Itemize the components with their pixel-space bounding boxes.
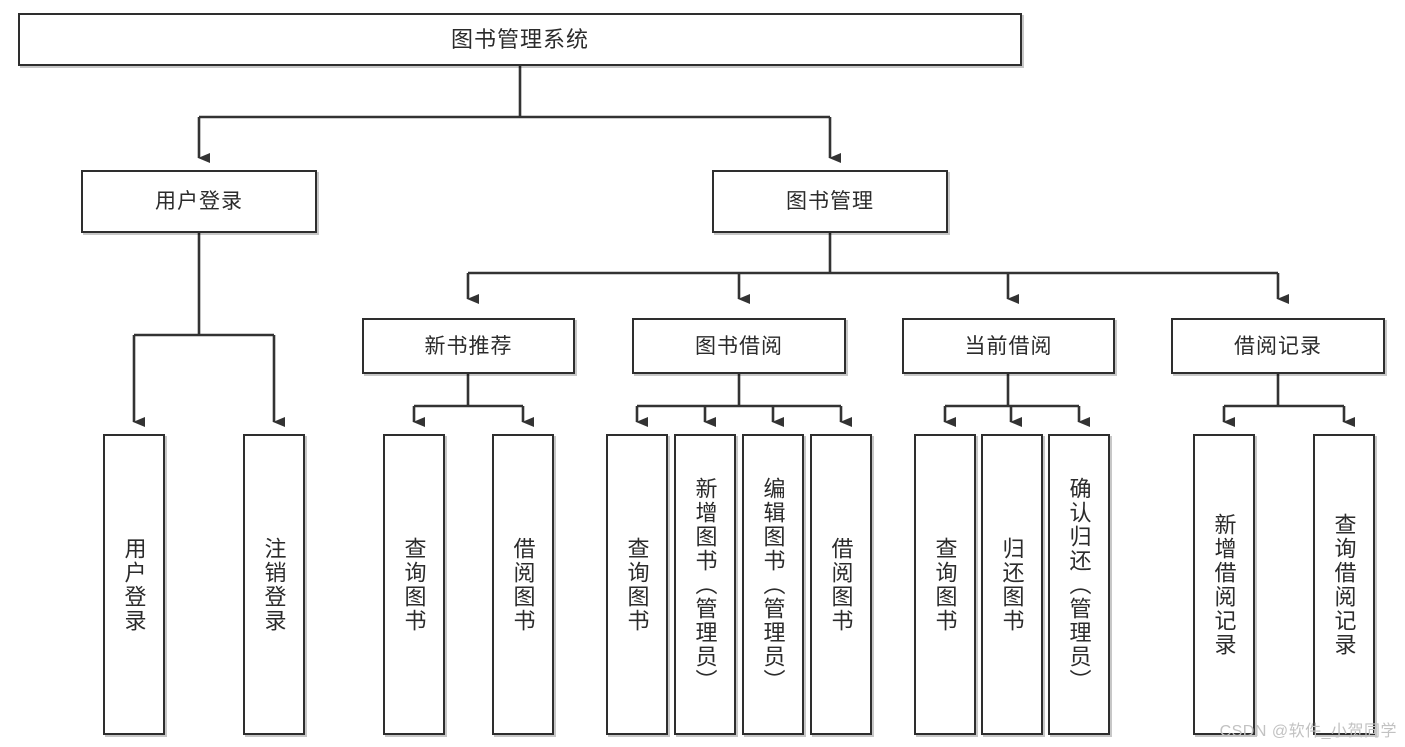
node-label: 归还图书 (999, 536, 1025, 633)
node-label: 新增借阅记录 (1211, 512, 1237, 657)
leaf-confirm-return-admin[interactable]: 确认归还（管理员） (1048, 434, 1110, 735)
leaf-add-borrow-record[interactable]: 新增借阅记录 (1193, 434, 1255, 735)
node-book-management[interactable]: 图书管理 (712, 170, 948, 233)
node-label: 注销登录 (261, 536, 287, 633)
leaf-logout[interactable]: 注销登录 (243, 434, 305, 735)
node-label: 借阅图书 (828, 536, 854, 633)
node-label: 图书管理系统 (450, 26, 589, 52)
watermark: CSDN @软件_小贺同学 (1219, 723, 1397, 740)
node-borrow-record[interactable]: 借阅记录 (1171, 318, 1385, 374)
leaf-borrow-book[interactable]: 借阅图书 (810, 434, 872, 735)
node-label: 查询图书 (624, 536, 650, 633)
leaf-borrow-book-recommend[interactable]: 借阅图书 (492, 434, 554, 735)
node-root-system[interactable]: 图书管理系统 (18, 13, 1022, 66)
node-label: 编辑图书（管理员） (760, 476, 786, 693)
node-label: 借阅记录 (1234, 334, 1322, 358)
node-label: 确认归还（管理员） (1066, 476, 1092, 693)
node-label: 查询图书 (401, 536, 427, 633)
leaf-add-book-admin[interactable]: 新增图书（管理员） (674, 434, 736, 735)
leaf-query-book-borrow[interactable]: 查询图书 (606, 434, 668, 735)
node-label: 当前借阅 (964, 334, 1053, 358)
node-label: 图书借阅 (695, 334, 783, 358)
node-label: 用户登录 (121, 536, 147, 633)
leaf-query-borrow-record[interactable]: 查询借阅记录 (1313, 434, 1375, 735)
node-label: 借阅图书 (510, 536, 536, 633)
node-label: 查询图书 (932, 536, 958, 633)
node-label: 用户登录 (155, 190, 243, 213)
leaf-query-book-recommend[interactable]: 查询图书 (383, 434, 445, 735)
leaf-user-login[interactable]: 用户登录 (103, 434, 165, 735)
node-label: 新增图书（管理员） (692, 476, 718, 693)
node-book-borrow[interactable]: 图书借阅 (632, 318, 846, 374)
node-user-login[interactable]: 用户登录 (81, 170, 317, 233)
node-label: 查询借阅记录 (1331, 512, 1357, 657)
leaf-edit-book-admin[interactable]: 编辑图书（管理员） (742, 434, 804, 735)
node-label: 新书推荐 (424, 334, 513, 358)
leaf-return-book[interactable]: 归还图书 (981, 434, 1043, 735)
leaf-query-book-current[interactable]: 查询图书 (914, 434, 976, 735)
node-label: 图书管理 (786, 190, 874, 213)
node-new-book-recommend[interactable]: 新书推荐 (362, 318, 575, 374)
node-current-borrow[interactable]: 当前借阅 (902, 318, 1115, 374)
